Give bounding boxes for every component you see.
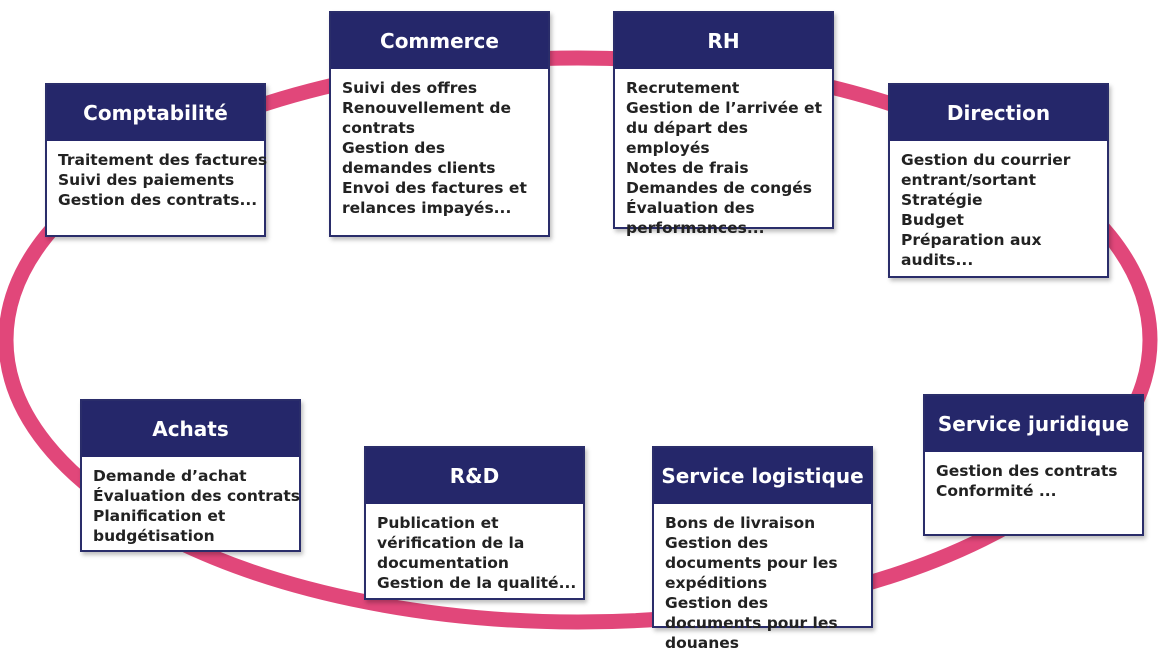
task-item: Gestion des contrats... [58,191,258,209]
department-title-rh: RH [615,13,832,69]
task-item: Préparation aux audits... [901,231,1042,269]
department-card-rd: R&D Publication et vérification de la do… [364,446,585,600]
task-item: Renouvellement de contrats [342,99,512,137]
department-card-achats: Achats Demande d’achat Évaluation des co… [80,399,301,552]
ring-ellipse [0,50,1158,630]
department-card-logistique: Service logistique Bons de livraison Ges… [652,446,873,652]
task-item: Bons de livraison [665,514,816,532]
department-tasks-commerce: Suivi des offres Renouvellement de contr… [331,69,548,218]
task-item: Gestion des documents pour les douanes [665,594,838,652]
department-title-achats: Achats [82,401,299,457]
task-item: Budget [901,211,964,229]
task-item: Planification et budgétisation [93,507,226,545]
task-item: Recrutement [626,79,740,97]
department-tasks-direction: Gestion du courrier entrant/sortant Stra… [890,141,1107,270]
task-item: Notes de frais [626,159,749,177]
task-item: Demandes de congés [626,179,812,197]
task-item: Stratégie [901,191,983,209]
department-title-comptabilite: Comptabilité [47,85,264,141]
task-item: Envoi des factures et relances impayés..… [342,179,527,217]
department-tasks-rd: Publication et vérification de la docume… [366,504,583,593]
task-item: Évaluation des contrats [93,487,301,505]
task-item: Suivi des offres [342,79,478,97]
department-card-rh: RH Recrutement Gestion de l’arrivée et d… [613,11,834,237]
department-card-juridique: Service juridique Gestion des contrats C… [923,394,1144,536]
task-item: Traitement des factures [58,151,268,169]
department-title-commerce: Commerce [331,13,548,69]
department-card-comptabilite: Comptabilité Traitement des factures Sui… [45,83,268,237]
department-tasks-juridique: Gestion des contrats Conformité ... [925,452,1142,501]
department-tasks-achats: Demande d’achat Évaluation des contrats … [82,457,301,546]
task-item: Évaluation des performances... [626,199,765,237]
department-title-logistique: Service logistique [654,448,871,504]
department-tasks-logistique: Bons de livraison Gestion des documents … [654,504,871,653]
department-title-juridique: Service juridique [925,396,1142,452]
task-item: Gestion des demandes clients [342,139,496,177]
department-tasks-comptabilite: Traitement des factures Suivi des paieme… [47,141,268,210]
task-item: Suivi des paiements [58,171,235,189]
task-item: Gestion de l’arrivée et du départ des em… [626,99,822,157]
department-card-commerce: Commerce Suivi des offres Renouvellement… [329,11,550,237]
department-title-direction: Direction [890,85,1107,141]
task-item: Gestion des contrats [936,462,1118,480]
task-item: Conformité ... [936,482,1057,500]
task-item: Gestion du courrier entrant/sortant [901,151,1071,189]
department-tasks-rh: Recrutement Gestion de l’arrivée et du d… [615,69,832,238]
department-card-direction: Direction Gestion du courrier entrant/so… [888,83,1109,278]
task-item: Gestion des documents pour les expéditio… [665,534,838,592]
task-item: Demande d’achat [93,467,247,485]
task-item: Gestion de la qualité... [377,574,577,592]
task-item: Publication et vérification de la docume… [377,514,525,572]
department-title-rd: R&D [366,448,583,504]
